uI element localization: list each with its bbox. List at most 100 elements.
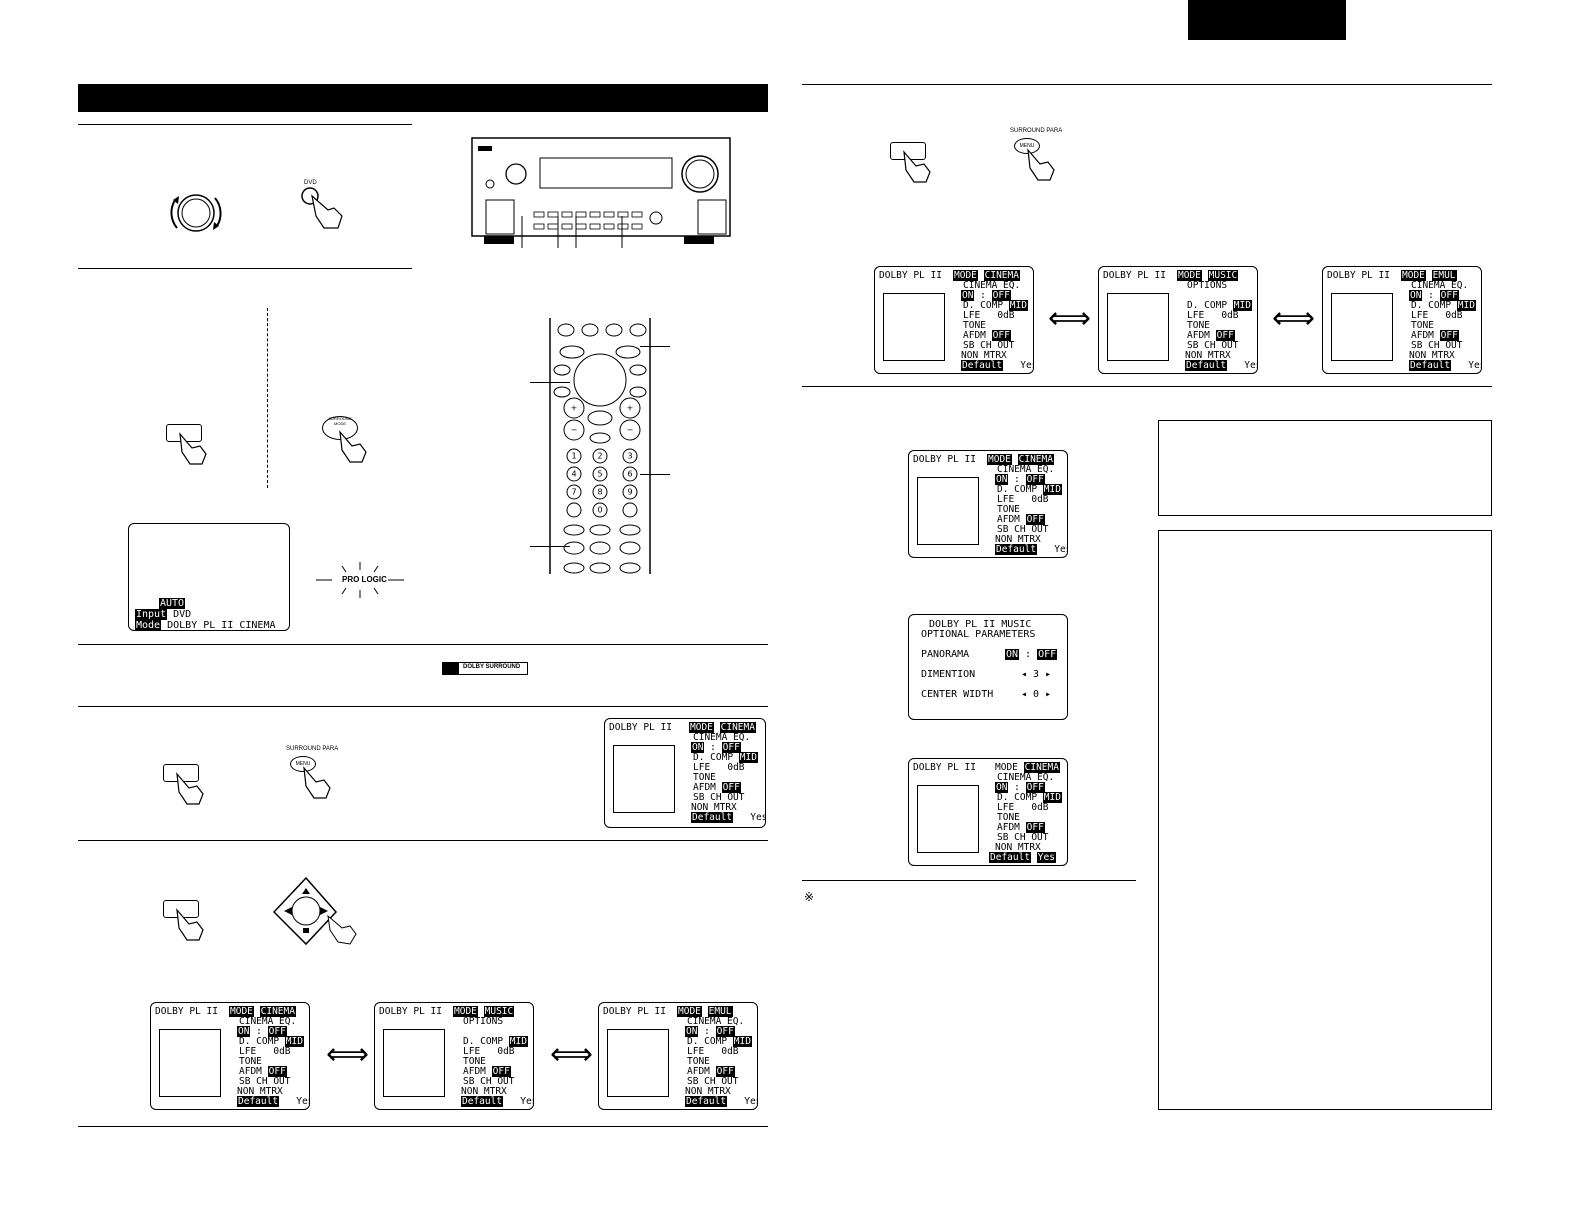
osd-lfe: LFE <box>687 1046 705 1057</box>
osd-sb-ch-out: SB CH OUT <box>687 1076 739 1087</box>
osd-d-comp: D. COMP <box>463 1036 504 1047</box>
osd-d-comp-value: MID <box>1456 300 1476 311</box>
osd-d-comp-value: MID <box>738 752 758 763</box>
surround-para-label: SURROUND PARA <box>286 746 339 752</box>
osd-default: Default <box>685 1096 728 1107</box>
osd-tone: TONE <box>963 320 986 331</box>
menu-button-icon: MENU <box>290 756 316 772</box>
osd-off: OFF <box>267 1026 287 1037</box>
receiver-front-panel <box>470 136 732 248</box>
osd-sb-value: NON MTRX <box>1185 350 1231 361</box>
osd-afdm: AFDM <box>687 1066 710 1077</box>
osd-afdm-value: OFF <box>1215 330 1235 341</box>
osd-tone: TONE <box>997 504 1020 515</box>
hand-press-icon <box>300 764 340 800</box>
osd-yes: Yes <box>1244 360 1257 371</box>
osd-sb-value: NON MTRX <box>461 1086 507 1097</box>
osd-d-comp: D. COMP <box>687 1036 728 1047</box>
osd-sb-ch-out: SB CH OUT <box>1411 340 1463 351</box>
osd-mode-value: CINEMA <box>1017 454 1054 465</box>
osd-lfe-value: 0dB <box>1221 310 1239 321</box>
input-label: Input <box>135 609 168 620</box>
osd-mode: MODE <box>1177 270 1202 281</box>
svg-text:2: 2 <box>597 452 602 461</box>
osd-mode-value: CINEMA <box>983 270 1020 281</box>
osd-dolby-cinema: DOLBY PL II MODE CINEMA CINEMA EQ. ON : … <box>604 718 766 828</box>
osd-dolby-emul-2: DOLBY PL II MODE EMUL CINEMA EQ. ON : OF… <box>1322 266 1482 374</box>
osd-dolby-cinema-4: DOLBY PL II MODE CINEMA CINEMA EQ. ON : … <box>908 450 1068 558</box>
svg-text:7: 7 <box>571 488 576 497</box>
osd-afdm: AFDM <box>997 822 1020 833</box>
osd-on: ON <box>995 474 1009 485</box>
osd-afdm-value: OFF <box>1025 514 1045 525</box>
osd-lfe-value: 0dB <box>1445 310 1463 321</box>
osd-sb-value: NON MTRX <box>691 802 737 813</box>
callout-line <box>640 346 670 347</box>
svg-text:+: + <box>571 404 578 413</box>
double-arrow-icon: ⟺ <box>1048 302 1092 335</box>
osd-afdm: AFDM <box>1187 330 1210 341</box>
osd-title: DOLBY PL II <box>1327 270 1390 281</box>
osd-lfe-value: 0dB <box>497 1046 515 1057</box>
osd-lfe: LFE <box>239 1046 257 1057</box>
double-arrow-icon: ⟺ <box>326 1038 370 1071</box>
osd-off: OFF <box>721 742 741 753</box>
svg-text:3: 3 <box>627 452 632 461</box>
osd-afdm: AFDM <box>463 1066 486 1077</box>
osd-default: Default <box>961 360 1004 371</box>
osd-d-comp-value: MID <box>508 1036 528 1047</box>
osd-off: OFF <box>715 1026 735 1037</box>
divider <box>78 124 412 125</box>
osd-off: OFF <box>1025 782 1045 793</box>
osd-tone: TONE <box>1411 320 1434 331</box>
double-arrow-icon: ⟺ <box>1272 302 1316 335</box>
osd-lfe-value: 0dB <box>727 762 745 773</box>
hand-press-icon <box>900 148 940 184</box>
osd-lfe: LFE <box>963 310 981 321</box>
osd-d-comp: D. COMP <box>1411 300 1452 311</box>
osd-yes: Yes <box>750 812 766 823</box>
speaker-layout-icon <box>1107 293 1169 361</box>
dashed-separator <box>267 308 268 488</box>
osd-tone: TONE <box>693 772 716 783</box>
osd-afdm: AFDM <box>693 782 716 793</box>
osd-afdm-value: OFF <box>267 1066 287 1077</box>
osd-cinema-eq: CINEMA EQ. <box>997 464 1055 475</box>
osd-cinema-eq: CINEMA EQ. <box>239 1016 297 1027</box>
notes-panel <box>1158 530 1492 1110</box>
osd-afdm-value: OFF <box>715 1066 735 1077</box>
osd-mode: MODE <box>689 722 714 733</box>
hand-press-icon <box>173 906 213 942</box>
osd-options-title1: DOLBY PL II MUSIC <box>929 619 1032 630</box>
osd-options: OPTIONS <box>1187 280 1228 291</box>
osd-on: ON <box>961 290 975 301</box>
cursor-pad-icon <box>270 876 360 946</box>
osd-dolby-cinema-5: DOLBY PL II MODE CINEMA CINEMA EQ. ON : … <box>908 758 1068 866</box>
osd-lfe: LFE <box>997 494 1015 505</box>
osd-mode-value: EMUL <box>707 1006 733 1017</box>
note-symbol: ※ <box>804 890 815 904</box>
osd-title: DOLBY PL II <box>913 762 976 773</box>
osd-afdm: AFDM <box>239 1066 262 1077</box>
osd-yes: Yes <box>1468 360 1481 371</box>
divider <box>78 840 768 841</box>
osd-mode-value: EMUL <box>1431 270 1457 281</box>
callout-line <box>530 382 570 383</box>
osd-d-comp-value: MID <box>1008 300 1028 311</box>
osd-default: Default <box>1185 360 1228 371</box>
svg-text:9: 9 <box>627 488 632 497</box>
osd-on: ON <box>995 782 1009 793</box>
osd-off: OFF <box>1037 649 1058 660</box>
osd-cinema-eq: CINEMA EQ. <box>1411 280 1469 291</box>
osd-lfe-value: 0dB <box>721 1046 739 1057</box>
osd-on: ON <box>237 1026 251 1037</box>
pro-logic-label: PRO LOGIC <box>342 575 387 584</box>
input-mode-display: AUTO Input DVD Mode DOLBY PL II CINEMA <box>128 523 290 631</box>
osd-tone: TONE <box>1187 320 1210 331</box>
auto-badge: AUTO <box>159 598 186 609</box>
osd-tone: TONE <box>687 1056 710 1067</box>
osd-default: Default <box>989 852 1032 863</box>
osd-dolby-music: DOLBY PL II MODE MUSIC OPTIONS D. COMP M… <box>374 1002 534 1110</box>
osd-on: ON <box>1409 290 1423 301</box>
osd-sb-ch-out: SB CH OUT <box>997 524 1049 535</box>
